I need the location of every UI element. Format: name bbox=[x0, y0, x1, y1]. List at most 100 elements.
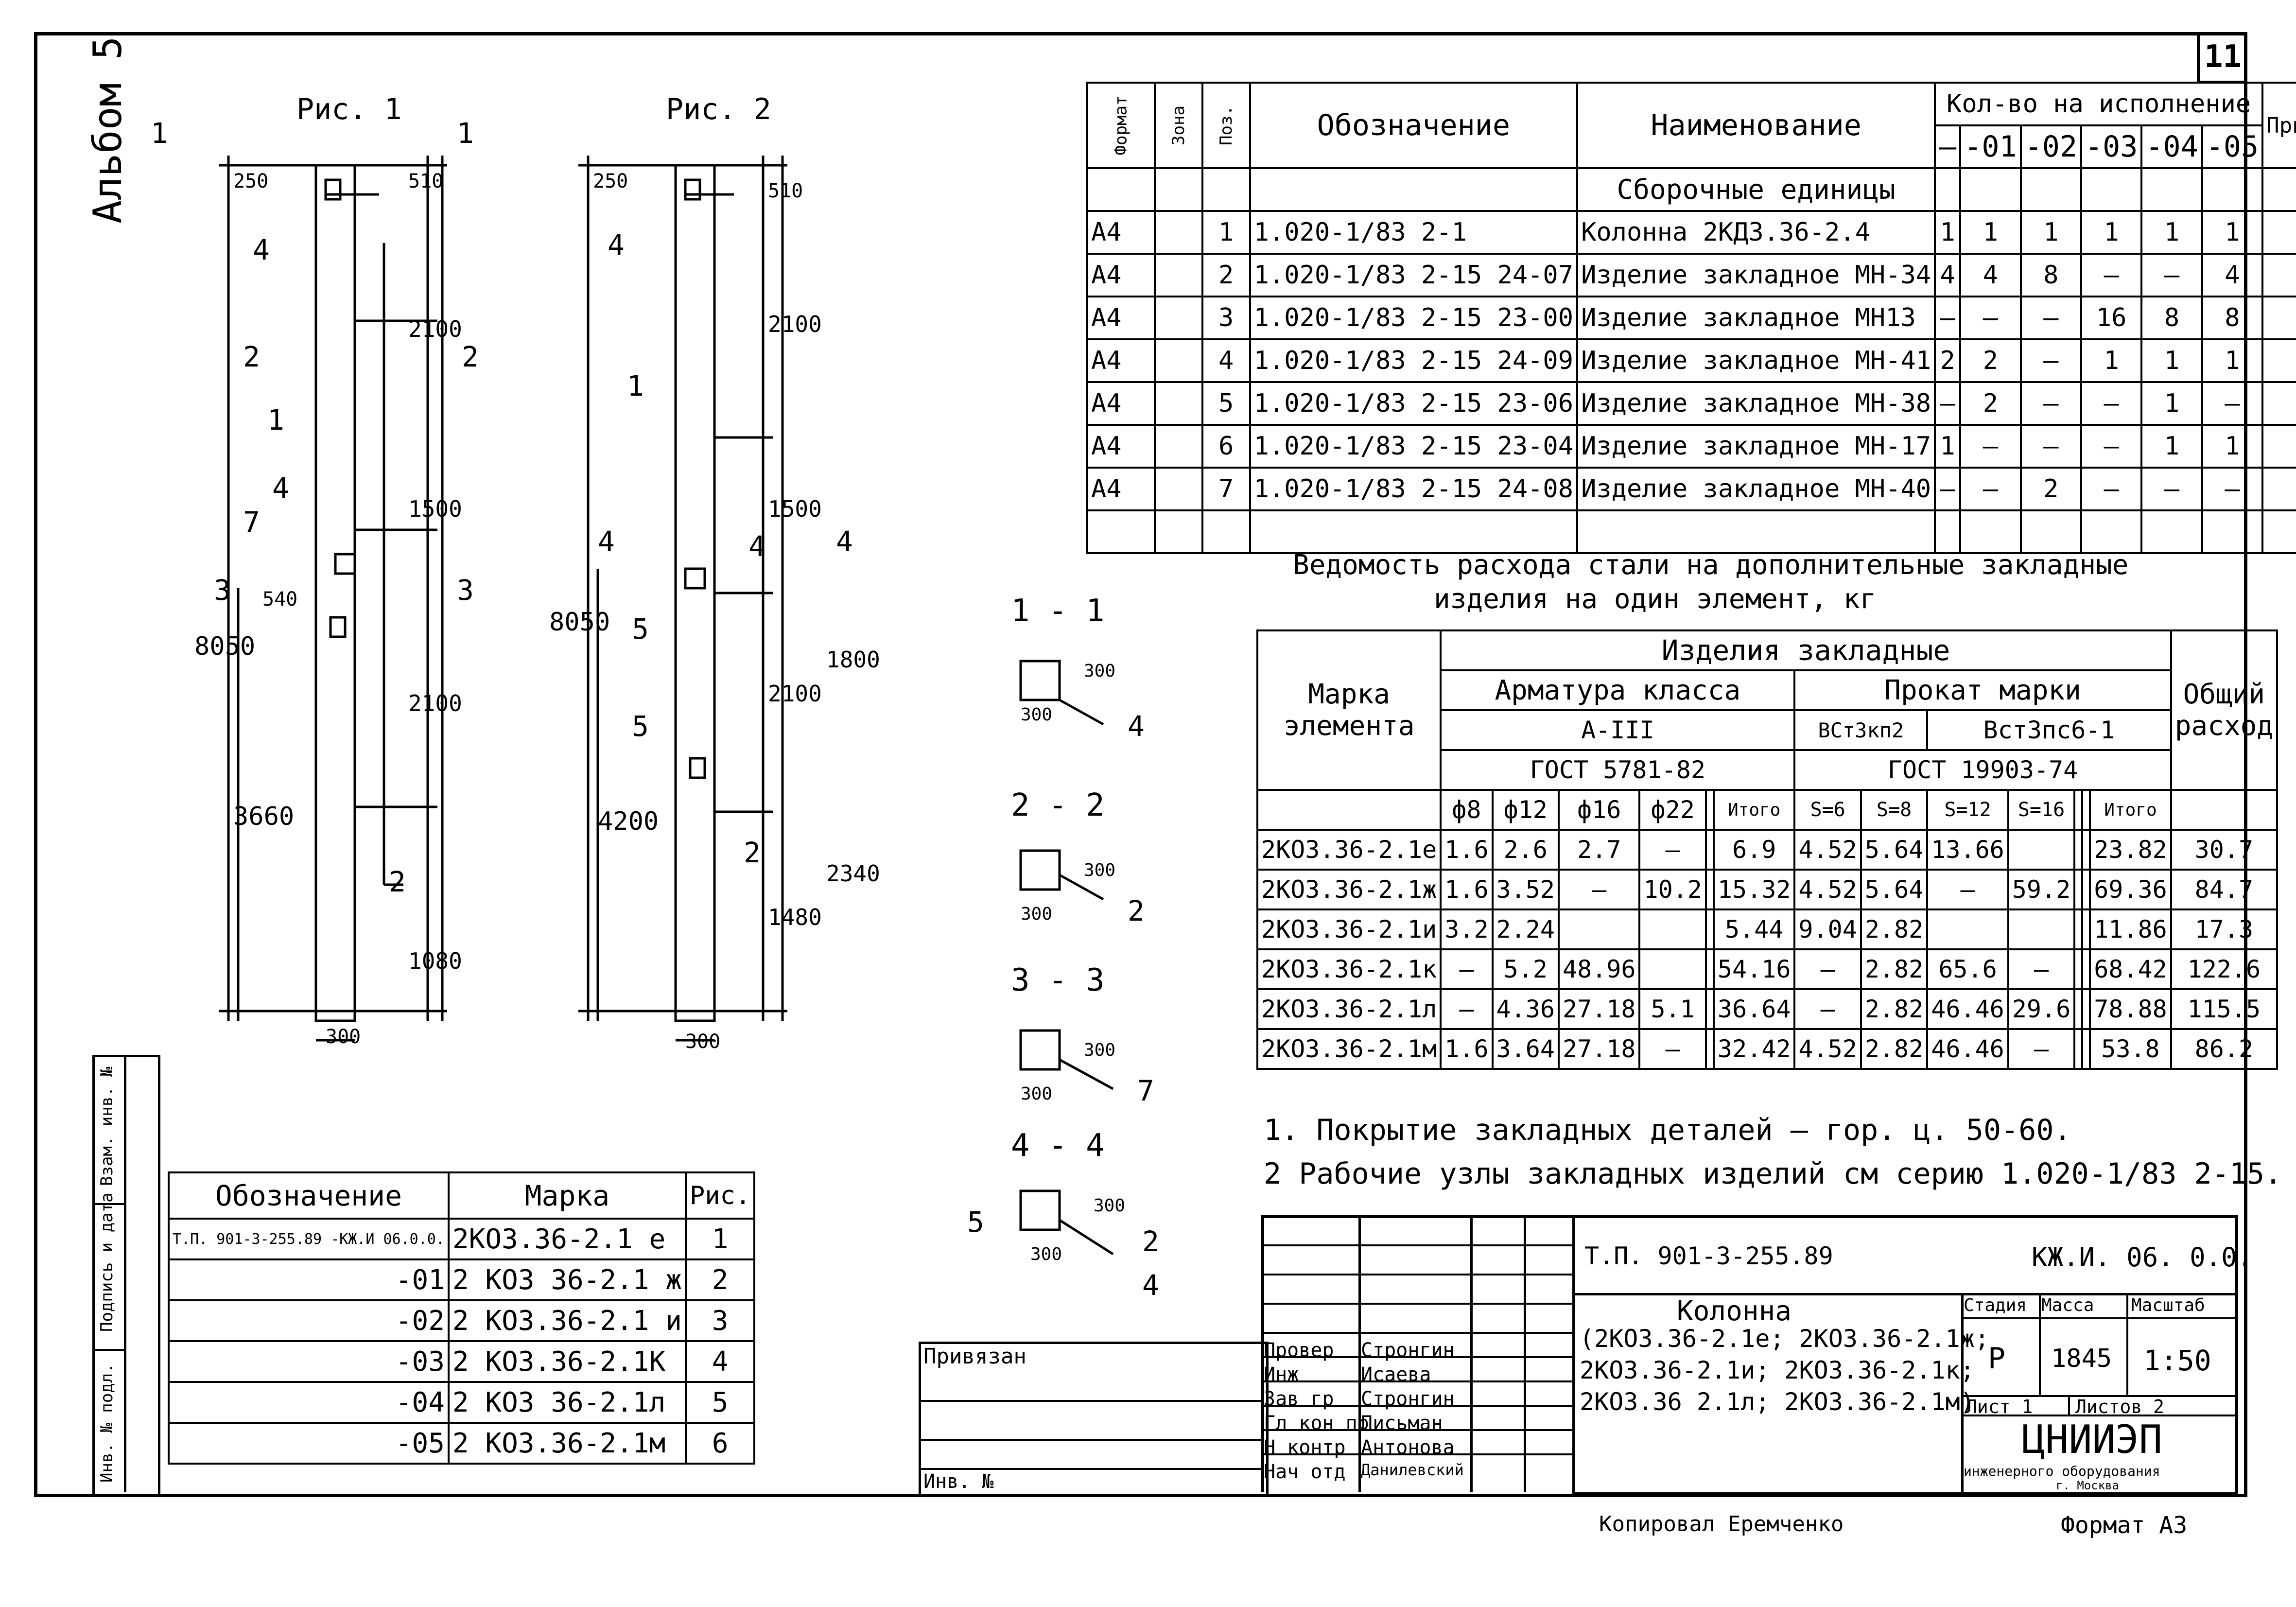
stage-header: Стадия bbox=[1964, 1295, 2027, 1315]
cell: А4 bbox=[1086, 424, 1156, 469]
steel-h-total: Общий расход bbox=[2170, 629, 2279, 791]
role-name: Письман bbox=[1361, 1412, 1443, 1434]
cell: – bbox=[2080, 253, 2143, 297]
cell: 1 bbox=[2201, 210, 2264, 255]
cell: – bbox=[1638, 1028, 1707, 1070]
cell: 5.1 bbox=[1638, 988, 1707, 1030]
ref-h-mark: Марка bbox=[447, 1171, 687, 1220]
spec-variant: -03 bbox=[2080, 124, 2143, 169]
role-label: Провер bbox=[1264, 1339, 1334, 1362]
fig2-dim-1500: 1500 bbox=[768, 496, 822, 522]
sheet-label: Лист 1 bbox=[1966, 1396, 2033, 1417]
sheets-label: Листов 2 bbox=[2075, 1396, 2165, 1417]
cell: – bbox=[1926, 869, 2009, 910]
steel-sub: Итого bbox=[1712, 789, 1796, 831]
table-row: А4 4 1.020-1/83 2-15 24-09 Изделие закла… bbox=[1086, 338, 2296, 383]
section-4-pos-5: 5 bbox=[967, 1205, 984, 1239]
cell: 1.020-1/83 2-15 24-08 bbox=[1249, 467, 1579, 511]
cell: -04 bbox=[168, 1381, 450, 1424]
cell: 1 bbox=[1201, 210, 1251, 255]
note-2: 2 Рабочие узлы закладных изделий см сери… bbox=[1264, 1157, 2282, 1191]
cell: 2.82 bbox=[1860, 908, 1929, 950]
fig2-dim-2100a: 2100 bbox=[768, 311, 822, 337]
section-4-pos-4: 4 bbox=[1142, 1269, 1159, 1302]
cell: Изделие закладное МН13 bbox=[1576, 296, 1936, 340]
cell: – bbox=[2019, 381, 2083, 426]
section-mark-2-right: 2 bbox=[462, 340, 479, 373]
fig1-pos-1: 1 bbox=[267, 403, 284, 437]
cell: 1.020-1/83 2-15 23-00 bbox=[1249, 296, 1579, 340]
cell: 48.96 bbox=[1557, 948, 1641, 990]
cell: – bbox=[2019, 424, 2083, 469]
spec-section-title: Сборочные единицы bbox=[1576, 167, 1936, 212]
fig1-pos-2: 2 bbox=[389, 865, 406, 898]
privyazan-line bbox=[919, 1439, 1264, 1441]
table-row: -05 2 КО3.36-2.1м 6 bbox=[168, 1422, 756, 1465]
cell: 1 bbox=[1959, 210, 2022, 255]
fig2-pos-2: 2 bbox=[744, 836, 761, 869]
cell: – bbox=[1638, 829, 1707, 871]
column-drawings bbox=[219, 156, 787, 1042]
privyazan-label: Привязан bbox=[923, 1344, 1026, 1369]
cell: 46.46 bbox=[1926, 988, 2009, 1030]
fig1-dim-510: 510 bbox=[408, 170, 444, 192]
cell: 3 bbox=[684, 1299, 756, 1342]
title-block bbox=[1261, 1215, 2238, 1495]
cell: 29.6 bbox=[2007, 988, 2076, 1030]
cell: 2 bbox=[684, 1258, 756, 1301]
sheet-format: Формат А3 bbox=[2061, 1512, 2188, 1539]
cell: Изделие закладное МН-17 bbox=[1576, 424, 1936, 469]
table-row: -02 2 КО3.36-2.1 и 3 bbox=[168, 1299, 756, 1342]
table-row: 2КО3.36-2.1л – 4.36 27.18 5.1 36.64 – 2.… bbox=[1256, 988, 2279, 1030]
cell: – bbox=[2140, 253, 2203, 297]
cell bbox=[1705, 829, 1715, 871]
cell: 46.46 bbox=[1926, 1028, 2009, 1070]
cell: 3.2 bbox=[1440, 908, 1494, 950]
cell: 2.82 bbox=[1860, 1028, 1929, 1070]
specification-table: Формат Зона Поз. Обозначение Наименовани… bbox=[1086, 82, 2296, 554]
cell: 4.52 bbox=[1793, 1028, 1862, 1070]
fig1-dim-1500: 1500 bbox=[408, 496, 462, 522]
fig2-pos-5b: 5 bbox=[632, 710, 649, 743]
table-row: 2КО3.36-2.1ж 1.6 3.52 – 10.2 15.32 4.52 … bbox=[1256, 869, 2279, 910]
reference-table: Обозначение Марка Рис. Т.П. 901-3-255.89… bbox=[168, 1171, 756, 1465]
page-number-box bbox=[2197, 32, 2247, 84]
spec-variant: -01 bbox=[1959, 124, 2022, 169]
cell: 2 КО3.36-2.1К bbox=[447, 1340, 687, 1383]
steel-sub: S=16 bbox=[2007, 789, 2076, 831]
cell: 2КО3.36-2.1е bbox=[1256, 829, 1442, 871]
spec-variant: -05 bbox=[2201, 124, 2264, 169]
privyazan-line bbox=[919, 1400, 1264, 1402]
cell: 5 bbox=[1201, 381, 1251, 426]
cell: 1.020-1/83 2-15 23-04 bbox=[1249, 424, 1579, 469]
cell bbox=[1557, 908, 1641, 950]
table-row: Т.П. 901-3-255.89 -КЖ.И 06.0.0. 2КО3.36-… bbox=[168, 1218, 756, 1260]
cell bbox=[2081, 948, 2091, 990]
table-row: -01 2 КО3 36-2.1 ж 2 bbox=[168, 1258, 756, 1301]
steel-h-a3: А-III bbox=[1440, 709, 1796, 751]
steel-caption-1: Ведомость расхода стали на дополнительны… bbox=[1293, 549, 2129, 581]
cell: – bbox=[2007, 948, 2076, 990]
cell: – bbox=[2080, 381, 2143, 426]
section-4-pos-2: 2 bbox=[1142, 1225, 1159, 1258]
section-4-dim-b: 300 bbox=[1094, 1196, 1126, 1216]
cell: 1.020-1/83 2-15 24-09 bbox=[1249, 338, 1579, 383]
section-2-pos: 2 bbox=[1128, 894, 1145, 927]
cell: 1.020-1/83 2-1 bbox=[1249, 210, 1579, 255]
steel-sub: ф22 bbox=[1638, 789, 1707, 831]
steel-sub bbox=[1705, 789, 1715, 831]
spec-variant: -02 bbox=[2019, 124, 2083, 169]
section-mark-4-right: 4 bbox=[836, 525, 853, 558]
cell: 2КО3.36-2.1к bbox=[1256, 948, 1442, 990]
cell: 7 bbox=[1201, 467, 1251, 511]
fig2-dim-1480: 1480 bbox=[768, 904, 822, 930]
cell: 2.24 bbox=[1491, 908, 1560, 950]
cell: – bbox=[1440, 988, 1494, 1030]
fig2-dim-300: 300 bbox=[685, 1031, 721, 1053]
spec-h-format: Формат bbox=[1111, 95, 1131, 156]
cell: 5.64 bbox=[1860, 869, 1929, 910]
cell: 68.42 bbox=[2089, 948, 2172, 990]
steel-h-gost1: ГОСТ 5781-82 bbox=[1440, 749, 1796, 791]
organization-sub-1: инженерного оборудования bbox=[1964, 1463, 2160, 1479]
cell bbox=[2073, 988, 2084, 1030]
